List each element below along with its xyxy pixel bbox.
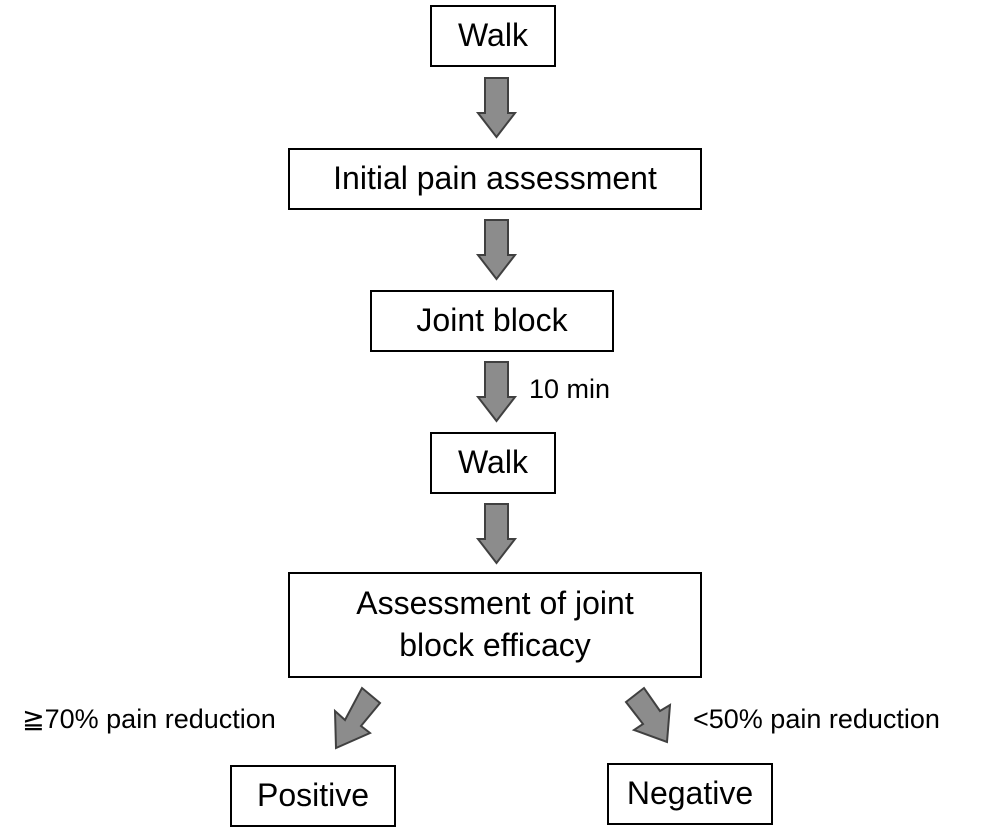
down-arrow-2	[475, 219, 518, 281]
negative-box: Negative	[607, 763, 773, 825]
diagonal-arrow-positive	[333, 686, 382, 750]
positive-criterion-label: ≧70% pain reduction	[22, 704, 276, 734]
down-arrow-1	[475, 77, 518, 139]
walk-after-block-box: Walk	[430, 432, 556, 494]
diagonal-arrow-negative	[624, 686, 672, 744]
down-arrow-3	[475, 361, 518, 423]
joint-block-label: Joint block	[416, 302, 568, 339]
down-arrow-4	[475, 503, 518, 565]
initial-pain-assessment-label: Initial pain assessment	[333, 160, 657, 197]
assessment-label-line-1: Assessment of joint	[356, 585, 634, 622]
interval-label: 10 min	[529, 374, 611, 404]
assessment-of-joint-block-efficacy-box: Assessment of joint block efficacy	[288, 572, 702, 678]
walk-label: Walk	[458, 17, 528, 54]
joint-block-box: Joint block	[370, 290, 614, 352]
negative-label: Negative	[626, 775, 754, 812]
positive-box: Positive	[230, 765, 396, 827]
walk-after-block-label: Walk	[458, 444, 528, 481]
walk-box: Walk	[430, 5, 556, 67]
assessment-label-line-2: block efficacy	[399, 627, 591, 663]
positive-label: Positive	[256, 777, 370, 814]
negative-criterion-label: <50% pain reduction	[693, 704, 940, 734]
initial-pain-assessment-box: Initial pain assessment	[288, 148, 702, 210]
